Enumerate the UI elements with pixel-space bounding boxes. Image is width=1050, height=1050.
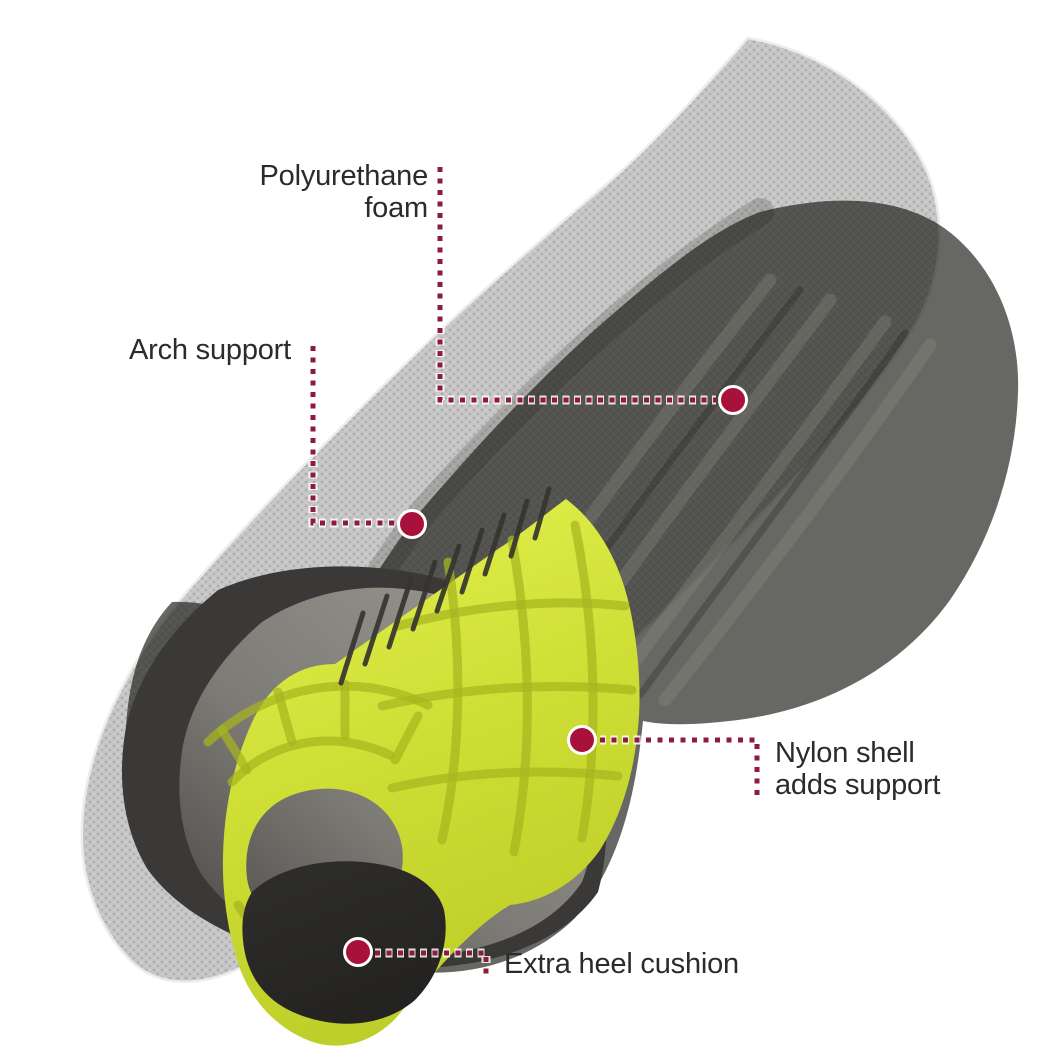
heel-cushion — [242, 861, 446, 1024]
callout-line-polyurethane-foam — [437, 167, 716, 403]
callout-dot-polyurethane-foam — [718, 385, 748, 415]
callout-label-nylon-shell: Nylon shell adds support — [775, 737, 940, 801]
nylon-shell — [222, 499, 640, 1046]
callout-label-line: foam — [364, 192, 428, 224]
callout-line-nylon-shell — [600, 737, 760, 798]
callout-label-line: Nylon shell — [775, 737, 915, 769]
callouts — [308, 167, 762, 978]
callout-label-line: Polyurethane — [259, 160, 429, 192]
callout-label-polyurethane-foam: Polyurethane foam — [260, 160, 429, 224]
callout-line-extra-heel-cushion — [375, 950, 489, 978]
callout-label-line: Extra heel cushion — [504, 948, 739, 980]
callout-label-arch-support: Arch support — [129, 334, 291, 366]
callout-dot-arch-support — [397, 509, 427, 539]
callout-label-extra-heel-cushion: Extra heel cushion — [504, 948, 739, 980]
callout-dot-nylon-shell — [567, 725, 597, 755]
callout-dot-extra-heel-cushion — [343, 937, 373, 967]
nylon-shell-serrations — [338, 486, 552, 686]
callout-label-line: adds support — [775, 769, 941, 801]
callout-label-line: Arch support — [128, 334, 291, 366]
callout-line-arch-support — [310, 346, 394, 526]
